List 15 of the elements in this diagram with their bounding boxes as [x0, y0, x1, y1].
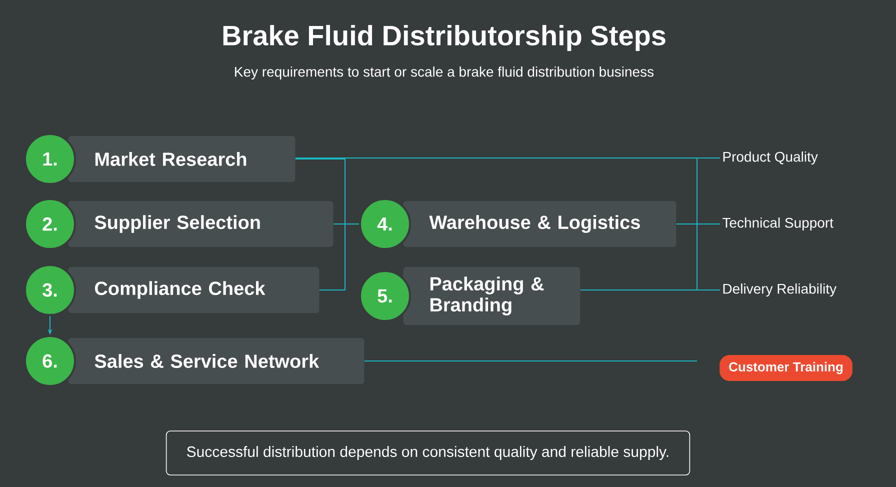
step-box: Packaging & Branding [403, 267, 580, 325]
step-box: Sales & Service Network [68, 338, 364, 384]
outcome-label: Delivery Reliability [723, 283, 837, 297]
step-box: Market Research [68, 136, 296, 182]
highlight-pill: Customer Training [720, 355, 852, 381]
note-box: Successful distribution depends on consistent quality and reliable supply. [166, 430, 690, 476]
connector [318, 224, 360, 290]
step-box: Warehouse & Logistics [403, 201, 676, 247]
step-box: Supplier Selection [68, 201, 334, 247]
outcome-label: Technical Support [722, 217, 834, 231]
outcome-label: Product Quality [723, 151, 818, 165]
connector [364, 360, 698, 362]
subtitle: Key requirements to start or scale a brake fluid distribution business [235, 66, 654, 80]
title: Brake Fluid Distributorship Steps [223, 24, 666, 52]
step-box: Compliance Check [68, 267, 320, 313]
